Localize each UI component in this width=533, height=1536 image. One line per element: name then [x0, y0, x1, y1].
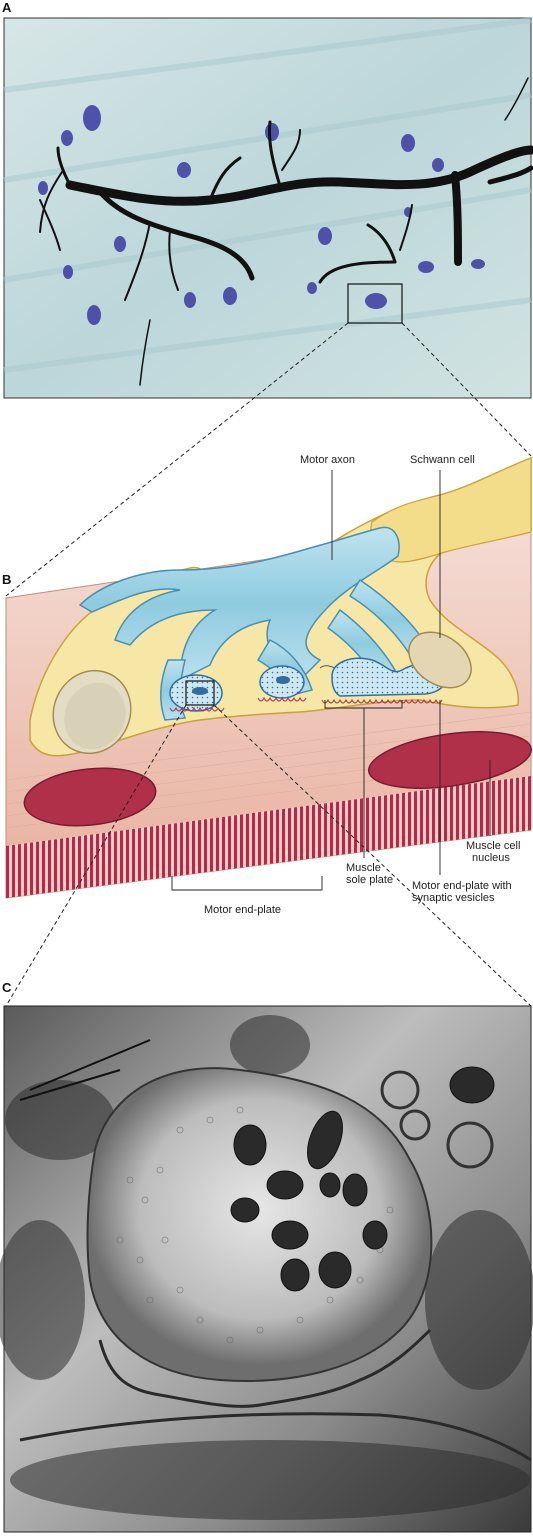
label-schwann-cell: Schwann cell [410, 454, 475, 466]
label-motor-axon: Motor axon [300, 454, 356, 466]
inset-box-b [185, 680, 215, 706]
panel-c-electron-micrograph [0, 1005, 533, 1533]
stained-nuclei [38, 105, 485, 325]
inset-box-a [347, 283, 403, 324]
stained-nerve [39, 77, 533, 386]
label-motor-end-plate-vesicles-2: synaptic vesicles [412, 892, 495, 904]
axon-profiles [380, 1070, 494, 1169]
zoom-lines-b-c [5, 704, 532, 1007]
zoom-lines-a-b [5, 322, 532, 597]
junctional-folds [169, 696, 443, 712]
panel-a-micrograph [3, 17, 533, 399]
panel-letter-c: C [2, 980, 12, 995]
nerve-terminal [86, 1067, 433, 1382]
label-muscle-cell-nucleus-2: nucleus [472, 852, 510, 864]
postjunctional-folds [19, 1328, 532, 1462]
muscle-nucleus-left [23, 767, 157, 827]
leader-lines [171, 470, 491, 891]
mitochondria [230, 1066, 495, 1292]
panel-letter-a: A [2, 0, 12, 15]
label-muscle-sole-plate-2: sole plate [346, 874, 394, 886]
label-motor-end-plate: Motor end-plate [204, 904, 282, 916]
label-muscle-sole-plate-1: Muscle [346, 862, 381, 874]
label-motor-end-plate-vesicles-1: Motor end-plate with [412, 880, 512, 892]
schwann-cut-end-right [408, 631, 472, 689]
muscle-nucleus-right [367, 731, 533, 789]
label-muscle-cell-nucleus-1: Muscle cell [466, 840, 521, 852]
panel-b-diagram [5, 456, 533, 899]
muscle-striations [6, 776, 531, 898]
panel-letter-b: B [2, 572, 12, 587]
